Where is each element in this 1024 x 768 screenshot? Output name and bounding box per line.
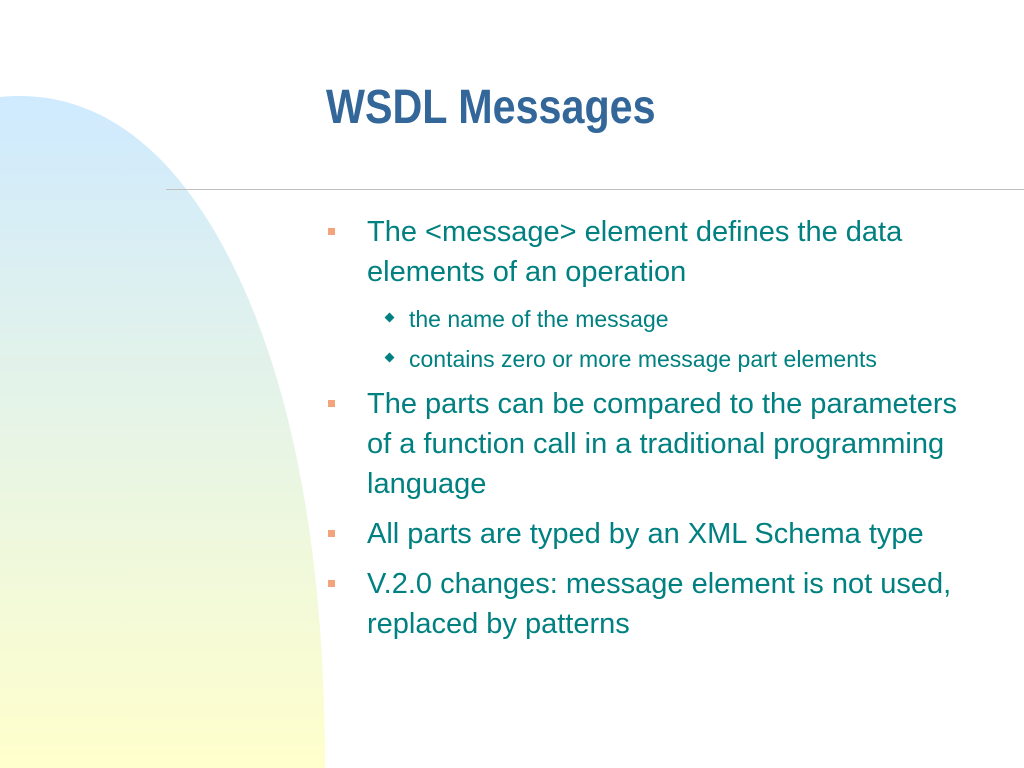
bullet-item: The parts can be compared to the paramet… xyxy=(328,384,988,504)
bullet-list: The <message> element defines the data e… xyxy=(328,212,988,654)
diamond-bullet-icon xyxy=(384,352,395,363)
square-bullet-icon xyxy=(328,400,335,407)
sub-bullet-item: the name of the message xyxy=(328,302,988,336)
square-bullet-icon xyxy=(328,530,335,537)
diamond-bullet-icon xyxy=(384,312,395,323)
slide-title: WSDL Messages xyxy=(326,81,656,134)
square-bullet-icon xyxy=(328,228,335,235)
bullet-text: V.2.0 changes: message element is not us… xyxy=(367,568,952,640)
sub-bullet-text: contains zero or more message part eleme… xyxy=(409,346,877,372)
sub-bullet-text: the name of the message xyxy=(409,306,669,332)
sub-bullet-item: contains zero or more message part eleme… xyxy=(328,342,988,376)
bullet-item: All parts are typed by an XML Schema typ… xyxy=(328,514,988,554)
bullet-text: The parts can be compared to the paramet… xyxy=(367,388,957,500)
bullet-text: All parts are typed by an XML Schema typ… xyxy=(367,518,924,550)
square-bullet-icon xyxy=(328,580,335,587)
title-divider xyxy=(166,189,1024,190)
bullet-item: The <message> element defines the data e… xyxy=(328,212,988,292)
sub-bullet-list: the name of the message contains zero or… xyxy=(328,302,988,376)
bullet-text: The <message> element defines the data e… xyxy=(367,216,903,288)
bullet-item: V.2.0 changes: message element is not us… xyxy=(328,564,988,644)
